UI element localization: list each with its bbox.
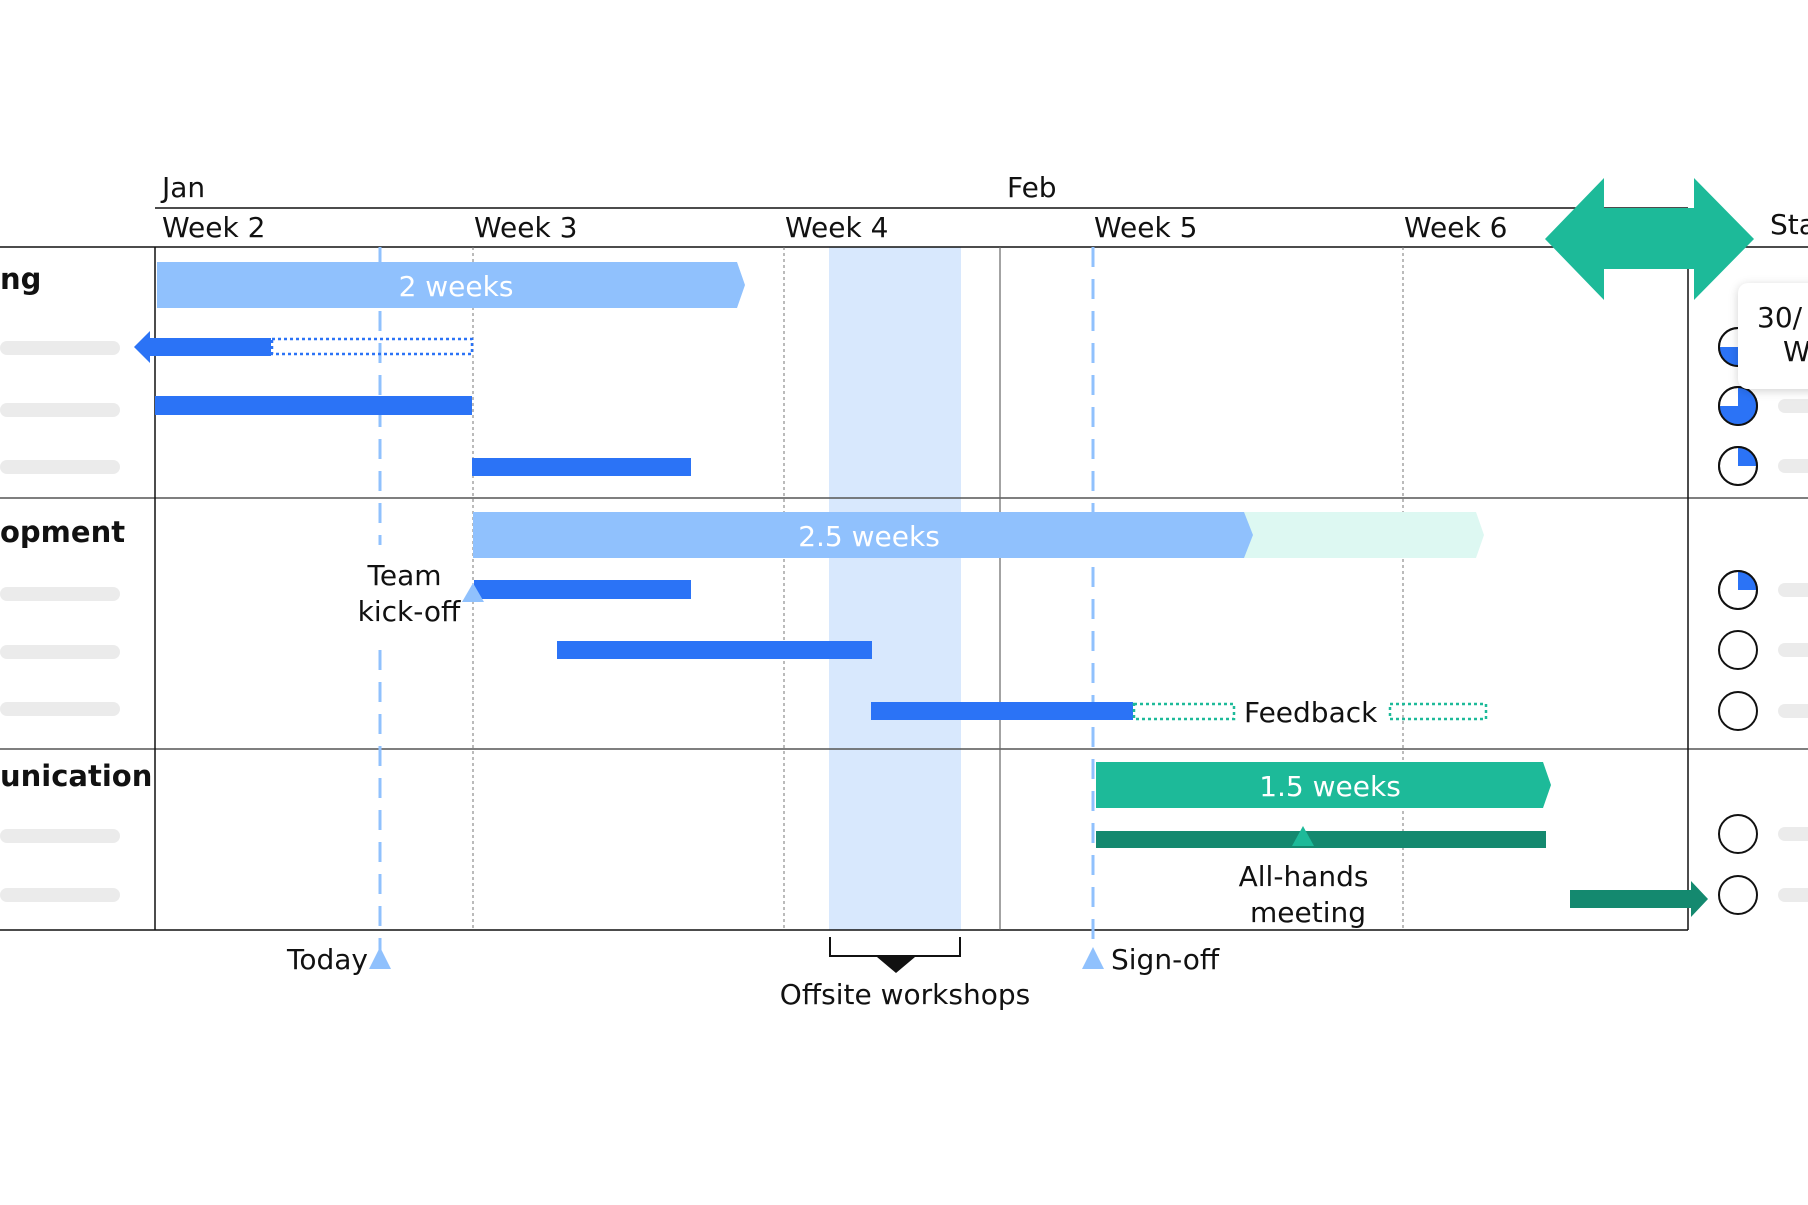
status-ring-outline xyxy=(1718,386,1758,426)
summary-bar-communication[interactable] xyxy=(1096,762,1551,808)
summary-bar-development[interactable] xyxy=(473,512,1253,558)
week-label-2: Week 2 xyxy=(162,211,265,244)
status-column-label: Sta xyxy=(1770,208,1808,241)
task-name-placeholder xyxy=(0,460,120,474)
summary-bar-extension xyxy=(1240,512,1484,558)
task-name-placeholders xyxy=(0,341,120,902)
status-progress-icon[interactable] xyxy=(1718,446,1758,486)
signoff-label: Sign-off xyxy=(1111,943,1220,976)
status-fill xyxy=(1738,447,1757,466)
task-name-placeholder xyxy=(0,829,120,843)
offsite-bracket xyxy=(829,937,961,957)
task-bar-overdue-arrow[interactable] xyxy=(134,331,271,363)
status-text-placeholder xyxy=(1778,399,1808,413)
task-bar[interactable] xyxy=(557,641,872,659)
status-progress-icon[interactable] xyxy=(1718,814,1758,854)
feedback-dotted-bar-end xyxy=(1388,702,1488,721)
summary-bar-planning-label: 2 weeks xyxy=(399,270,514,303)
status-text-placeholder xyxy=(1778,583,1808,597)
task-bar-teal[interactable] xyxy=(1096,831,1546,848)
status-progress-icon[interactable] xyxy=(1718,691,1758,731)
status-ring xyxy=(1718,630,1758,670)
status-ring xyxy=(1718,691,1758,731)
team-kickoff-line-2: kick-off xyxy=(358,595,461,628)
all-hands-line-2: meeting xyxy=(1250,896,1366,929)
all-hands-milestone-triangle xyxy=(1292,826,1314,846)
tooltip-line-2: W xyxy=(1783,335,1808,368)
team-kickoff-label: Team kick-off xyxy=(358,559,461,628)
status-icons xyxy=(1718,327,1808,915)
week-label-3: Week 3 xyxy=(474,211,577,244)
status-ring xyxy=(1718,875,1758,915)
task-name-placeholder xyxy=(0,645,120,659)
status-text-placeholder xyxy=(1778,459,1808,473)
week-label-5: Week 5 xyxy=(1094,211,1197,244)
status-ring-outline xyxy=(1718,570,1758,610)
task-bar-dotted-extension xyxy=(270,337,474,356)
all-hands-line-1: All-hands xyxy=(1239,860,1369,893)
status-fill xyxy=(1719,387,1757,425)
status-progress-icon[interactable] xyxy=(1718,875,1758,915)
task-bar[interactable] xyxy=(871,702,1133,720)
section-label-development: opment xyxy=(0,515,125,549)
team-kickoff-line-1: Team xyxy=(367,559,442,592)
task-bar[interactable] xyxy=(155,396,472,415)
status-progress-icon[interactable] xyxy=(1718,570,1758,610)
tooltip-line-1: 30/ xyxy=(1757,301,1803,334)
status-text-placeholder xyxy=(1778,827,1808,841)
section-label-communication: unication xyxy=(0,759,152,793)
task-name-placeholder xyxy=(0,888,120,902)
status-progress-icon[interactable] xyxy=(1718,630,1758,670)
task-name-placeholder xyxy=(0,403,120,417)
task-bar[interactable] xyxy=(472,458,691,476)
resize-double-arrow-icon[interactable] xyxy=(1545,178,1754,300)
task-bar-continues-arrow[interactable] xyxy=(1570,881,1708,917)
status-fill xyxy=(1738,571,1757,590)
status-ring-outline xyxy=(1718,446,1758,486)
week-label-4: Week 4 xyxy=(785,211,888,244)
month-label-feb: Feb xyxy=(1007,171,1057,204)
today-triangle xyxy=(369,947,391,969)
kickoff-milestone-triangle xyxy=(462,583,484,602)
status-text-placeholder xyxy=(1778,643,1808,657)
all-hands-label-bg xyxy=(1228,852,1382,928)
date-tooltip: 30/ W xyxy=(1738,283,1808,389)
summary-bar-planning[interactable] xyxy=(157,262,745,308)
status-ring xyxy=(1718,814,1758,854)
task-name-placeholder xyxy=(0,702,120,716)
offsite-band xyxy=(829,247,961,930)
signoff-triangle xyxy=(1082,947,1104,969)
all-hands-label: All-hands meeting xyxy=(1239,860,1378,929)
summary-bar-development-label: 2.5 weeks xyxy=(798,520,940,553)
week-label-6: Week 6 xyxy=(1404,211,1507,244)
feedback-dotted-bar xyxy=(1132,702,1236,721)
status-progress-icon[interactable] xyxy=(1718,386,1758,426)
kickoff-label-bg xyxy=(350,556,468,630)
feedback-label: Feedback xyxy=(1244,696,1378,729)
summary-bar-communication-label: 1.5 weeks xyxy=(1259,770,1401,803)
task-bar[interactable] xyxy=(474,580,691,599)
task-name-placeholder xyxy=(0,587,120,601)
status-text-placeholder xyxy=(1778,888,1808,902)
offsite-bracket-pointer xyxy=(877,957,915,973)
month-label-jan: Jan xyxy=(160,171,205,204)
task-name-placeholder xyxy=(0,341,120,355)
today-label: Today xyxy=(286,943,368,976)
section-label-planning: ng xyxy=(0,262,41,296)
status-text-placeholder xyxy=(1778,704,1808,718)
offsite-workshops-label: Offsite workshops xyxy=(780,978,1030,1011)
